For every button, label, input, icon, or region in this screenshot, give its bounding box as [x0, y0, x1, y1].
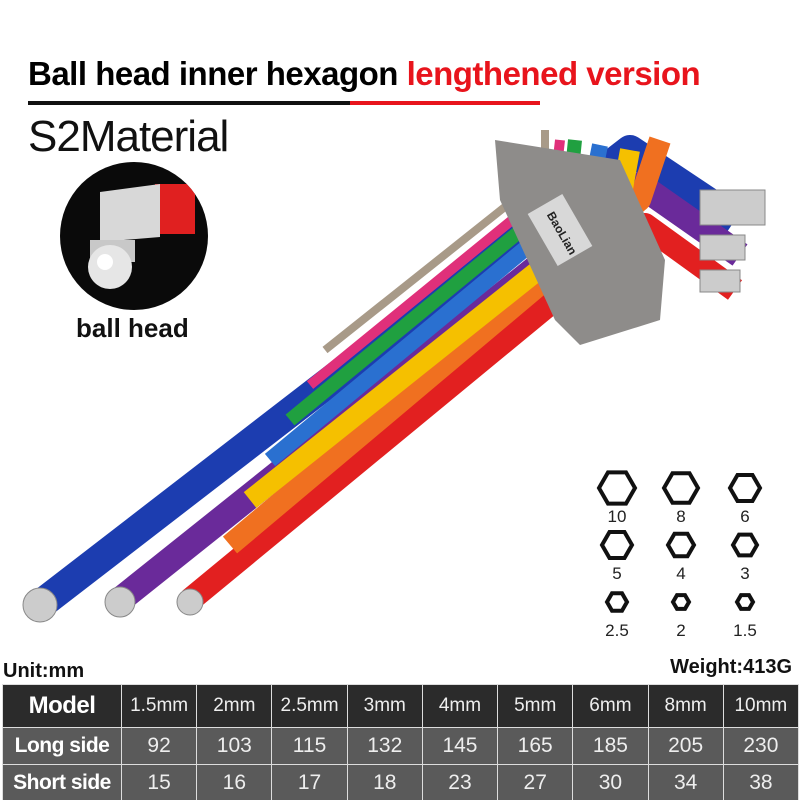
hex-size-label: 1.5 — [733, 621, 757, 640]
table-cell: 145 — [421, 727, 499, 765]
table-cell: 16 — [196, 764, 273, 800]
hexagon-icon — [730, 532, 760, 558]
hex-size-item: 2 — [649, 582, 713, 639]
table-header-cell: 8mm — [647, 684, 724, 728]
unit-label: Unit:mm — [3, 660, 85, 682]
hexagon-icon — [661, 471, 701, 505]
hex-size-label: 5 — [612, 564, 622, 583]
headline-red: lengthened version — [406, 55, 701, 92]
weight-label: Weight:413G — [670, 656, 792, 678]
hex-size-item: 1.5 — [713, 582, 777, 639]
table-cell: 115 — [271, 727, 348, 765]
headline: Ball head inner hexagon lengthened versi… — [28, 55, 701, 93]
ball-head-closeup — [60, 162, 208, 310]
table-cell: 27 — [497, 764, 574, 800]
underline-black — [28, 101, 350, 105]
table-cell: Long side — [2, 727, 122, 765]
table-cell: 18 — [346, 764, 423, 800]
table-header-cell: 2.5mm — [271, 684, 348, 728]
underline-red — [350, 101, 540, 105]
hex-size-item: 5 — [585, 525, 649, 582]
table-cell: 30 — [572, 764, 649, 800]
hex-size-item: 8 — [649, 468, 713, 525]
hex-size-label: 2 — [676, 621, 686, 640]
table-cell: 205 — [647, 727, 724, 765]
hexagon-icon — [670, 593, 692, 611]
hexagon-icon — [596, 470, 638, 506]
hexagon-icon — [599, 530, 635, 560]
table-cell: Short side — [2, 764, 122, 800]
hex-size-chart: 10 8 6 5 4 3 2.5 2 1.5 — [585, 468, 785, 639]
hex-key-set-illustration: BaoLian — [22, 130, 766, 623]
hex-size-item: 6 — [713, 468, 777, 525]
table-header-cell: Model — [2, 684, 122, 728]
table-cell: 15 — [120, 764, 198, 800]
table-cell: 92 — [120, 727, 198, 765]
hex-size-label: 4 — [676, 564, 686, 583]
table-cell: 34 — [647, 764, 724, 800]
table-header-cell: 5mm — [497, 684, 574, 728]
table-cell: 132 — [346, 727, 423, 765]
table-header-cell: 3mm — [346, 684, 423, 728]
table-cell: 103 — [196, 727, 273, 765]
hexagon-icon — [727, 473, 763, 503]
hex-size-item: 2.5 — [585, 582, 649, 639]
hex-size-label: 10 — [607, 507, 627, 526]
hexagon-icon — [665, 531, 697, 559]
hex-size-label: 8 — [676, 507, 686, 526]
hex-size-item: 10 — [585, 468, 649, 525]
ball-head-icon — [88, 184, 195, 289]
table-header-cell: 2mm — [196, 684, 273, 728]
table-header-cell: 10mm — [722, 684, 800, 728]
hex-size-label: 6 — [740, 507, 750, 526]
table-header-cell: 6mm — [572, 684, 649, 728]
hex-size-item: 3 — [713, 525, 777, 582]
hex-size-item: 4 — [649, 525, 713, 582]
table-cell: 185 — [572, 727, 649, 765]
table-header-cell: 1.5mm — [120, 684, 198, 728]
table-cell: 165 — [497, 727, 574, 765]
material-label: S2Material — [28, 112, 229, 161]
table-cell: 17 — [271, 764, 348, 800]
table-cell: 230 — [722, 727, 800, 765]
table-header-cell: 4mm — [421, 684, 499, 728]
table-cell: 38 — [722, 764, 800, 800]
ball-head-label: ball head — [76, 313, 189, 343]
hexagon-icon — [604, 591, 630, 613]
hex-size-label: 2.5 — [605, 621, 629, 640]
table-cell: 23 — [421, 764, 499, 800]
hex-size-label: 3 — [740, 564, 750, 583]
hexagon-icon — [734, 593, 756, 611]
headline-black: Ball head inner hexagon — [28, 55, 407, 92]
